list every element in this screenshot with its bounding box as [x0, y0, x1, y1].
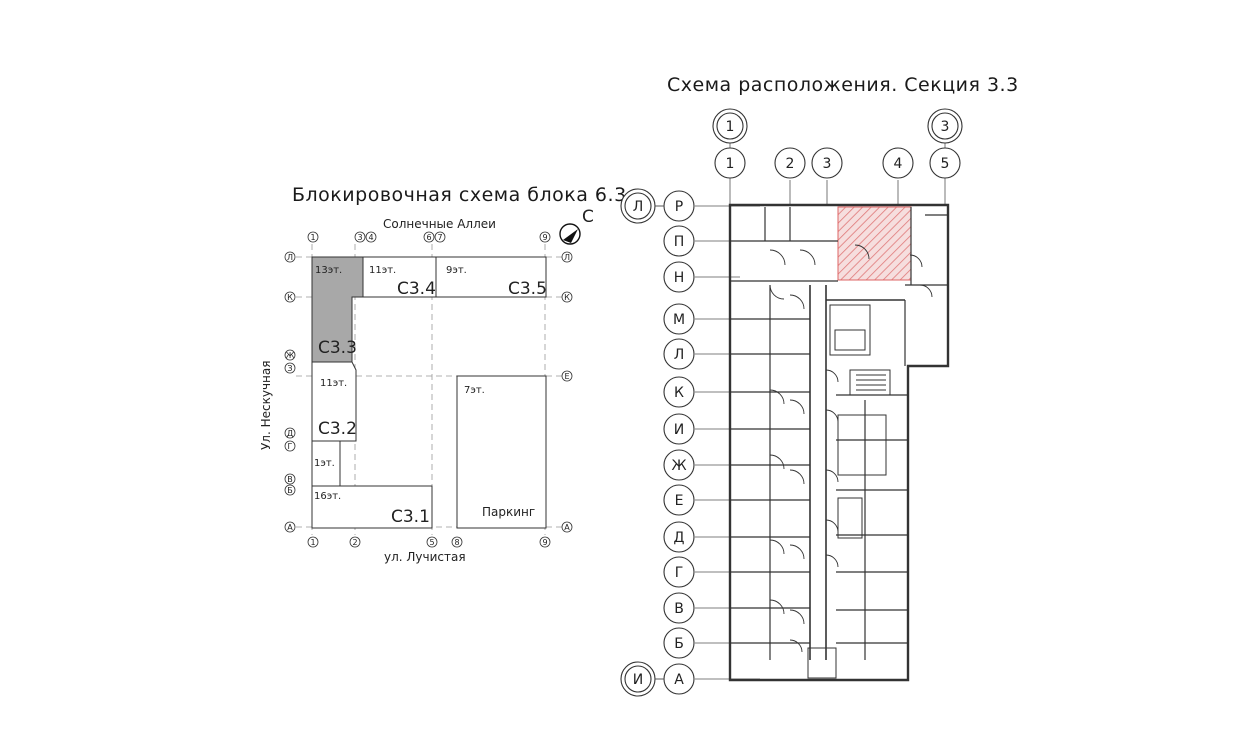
plan-axis-d: Д	[674, 530, 685, 546]
plan-axis-a: А	[674, 672, 684, 688]
corridor-walls	[809, 285, 905, 660]
block-axis-left-z: З	[287, 364, 292, 373]
highlighted-apartment	[837, 206, 912, 281]
block-axis-left-v: В	[287, 475, 293, 484]
plan-axis-3: 3	[823, 156, 832, 172]
street-top-label: Солнечные Аллеи	[383, 217, 496, 231]
section-1floor-block	[311, 440, 341, 487]
parking-block	[456, 375, 547, 529]
block-axis-right-a: А	[564, 523, 570, 532]
c34-floors: 11эт.	[369, 265, 396, 276]
block-axis-top-4: 4	[368, 233, 373, 242]
block-axis-left-a: А	[287, 523, 293, 532]
c34-label: С3.4	[397, 279, 436, 299]
c33-label: С3.3	[318, 338, 357, 358]
block-axis-top-3: 3	[357, 233, 362, 242]
plan-axis-2: 2	[786, 156, 795, 172]
c32-floors: 11эт.	[320, 378, 347, 389]
block-axis-left-l: Л	[287, 253, 293, 262]
c31-floors: 16эт.	[314, 491, 341, 502]
section-c31-block	[311, 485, 433, 529]
c33-floors: 13эт.	[315, 265, 342, 276]
plan-outer-axis-i: И	[633, 672, 643, 688]
section-outline	[728, 203, 950, 682]
block-axis-bottom-5: 5	[429, 538, 434, 547]
block-axis-top-6: 6	[426, 233, 431, 242]
plan-axis-p: П	[674, 234, 685, 250]
north-label: С	[582, 207, 594, 227]
plan-axis-g: Г	[675, 565, 684, 581]
block-axis-top-9: 9	[542, 233, 547, 242]
block-scheme	[284, 223, 581, 548]
block-axis-left-k: К	[287, 293, 293, 302]
block-axis-left-d: Д	[287, 429, 293, 438]
plan-axis-i: И	[674, 422, 684, 438]
c35-floors: 9эт.	[446, 265, 467, 276]
block-axis-left-b: Б	[287, 486, 293, 495]
block-axis-top-1: 1	[310, 233, 315, 242]
plan-axis-l: Л	[674, 347, 685, 363]
one-floor-label: 1эт.	[314, 458, 335, 469]
block-axis-right-k: К	[564, 293, 570, 302]
plan-axis-k: К	[674, 385, 684, 401]
plan-axis-1: 1	[726, 156, 735, 172]
block-axis-top-7: 7	[437, 233, 442, 242]
plan-outer-axis-3: 3	[941, 119, 950, 135]
parking-floors: 7эт.	[464, 385, 485, 396]
left-partitions	[730, 207, 838, 660]
block-axis-left-zh: Ж	[286, 351, 295, 360]
plan-outer-axis-l: Л	[633, 199, 644, 215]
plan-axis-r: Р	[675, 199, 683, 215]
block-axis-labels: 1 3 4 6 7 9 1 2 5 8 9 Л К Ж З Д Г В Б А …	[286, 233, 571, 547]
street-left-label: Ул. Нескучная	[259, 361, 273, 450]
plan-axis-zh: Ж	[671, 458, 686, 474]
plan-axis-5: 5	[941, 156, 950, 172]
section-c34-block	[362, 256, 437, 298]
block-axis-bottom-9: 9	[542, 538, 547, 547]
block-scheme-title: Блокировочная схема блока 6.3	[292, 184, 627, 206]
plan-axis-e: Е	[675, 493, 684, 509]
block-axis-bottom-2: 2	[352, 538, 357, 547]
plan-axis-b: Б	[674, 636, 684, 652]
section-c35-block	[435, 256, 547, 298]
plan-axis-circles	[620, 108, 963, 697]
street-bottom-label: ул. Лучистая	[384, 550, 466, 564]
c32-label: С3.2	[318, 419, 357, 439]
stair-core	[807, 304, 891, 679]
plan-axis-n: Н	[674, 270, 685, 286]
block-axis-markers	[284, 231, 573, 548]
plan-outer-axis-1: 1	[726, 119, 735, 135]
plan-axis-labels: 1 3 1 2 3 4 5 Л И Р П Н М Л К И Ж Е Д Г …	[633, 119, 950, 688]
c31-label: С3.1	[391, 507, 430, 527]
block-axis-right-l: Л	[564, 253, 570, 262]
block-axis-left-g: Г	[288, 442, 293, 451]
block-axis-bottom-1: 1	[310, 538, 315, 547]
block-axis-bottom-8: 8	[454, 538, 459, 547]
section-plan	[620, 108, 963, 697]
section-plan-title: Схема расположения. Секция 3.3	[667, 74, 1019, 96]
section-c32-block	[311, 361, 357, 442]
parking-label: Паркинг	[482, 505, 535, 519]
door-swings	[769, 244, 933, 653]
plan-axis-4: 4	[894, 156, 903, 172]
plan-axis-m: М	[673, 312, 685, 328]
block-axis-right-e: Е	[564, 372, 569, 381]
c35-label: С3.5	[508, 279, 547, 299]
plan-axis-v: В	[674, 601, 684, 617]
